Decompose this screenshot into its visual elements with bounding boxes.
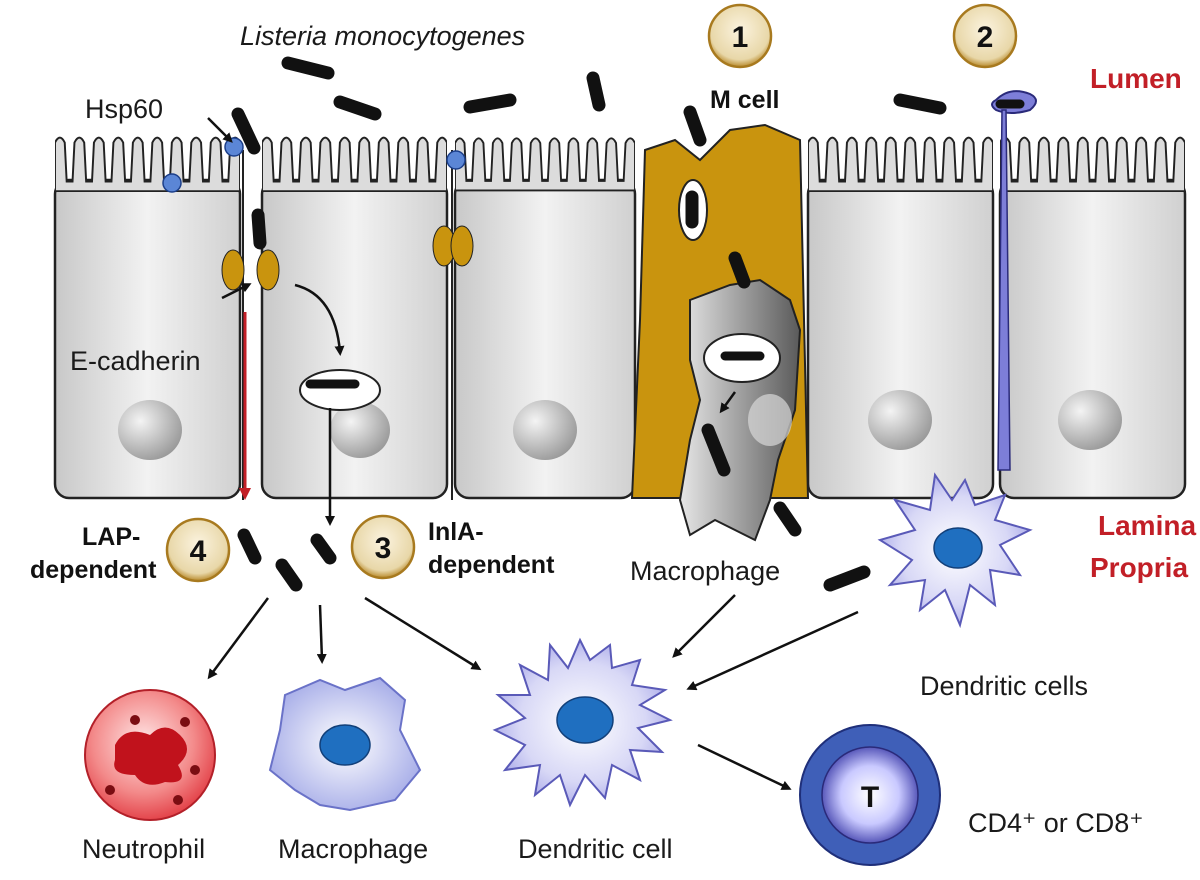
hsp60-marker: [446, 150, 466, 170]
route-badge-1: 1: [707, 3, 773, 69]
nucleus: [1058, 390, 1122, 450]
hsp60-label: Hsp60: [85, 94, 163, 124]
lap-label-2: dependent: [30, 556, 157, 584]
svg-text:4: 4: [190, 535, 207, 568]
nucleus: [330, 402, 390, 458]
m-cell-label: M cell: [710, 86, 779, 114]
hsp60-marker: [224, 137, 244, 157]
inla-label-1: InlA-: [428, 518, 484, 546]
bacterium: [237, 528, 262, 565]
e-cadherin-marker: [450, 225, 474, 267]
bacterium: [586, 71, 606, 112]
svg-text:2: 2: [977, 21, 994, 54]
bacterium: [310, 533, 337, 565]
inla-uptake-arrow: [294, 283, 345, 356]
arrows: [207, 117, 859, 790]
macrophage-to-dc-arrow: [672, 594, 736, 658]
e-cadherin-marker: [256, 249, 280, 291]
route-badge-4: 4: [165, 517, 231, 583]
hsp60-marker: [162, 173, 182, 193]
lap-label-1: LAP-: [82, 523, 140, 551]
dendritic-cell-center: [492, 637, 673, 808]
bacterium: [893, 93, 947, 115]
route-badge-3: 3: [350, 514, 416, 580]
bacterium: [728, 251, 751, 289]
nucleus: [319, 724, 371, 766]
epithelial-cell-1: [53, 136, 242, 500]
lamina-dc-to-dc-arrow: [686, 610, 859, 691]
bacterium: [333, 95, 382, 121]
svg-text:3: 3: [375, 532, 392, 565]
t-cell: T: [799, 724, 941, 866]
dc-to-tcell-arrow: [697, 743, 792, 790]
route-badge-2: 2: [952, 3, 1018, 69]
lumen-label: Lumen: [1090, 63, 1182, 94]
nucleus: [868, 390, 932, 450]
neutrophil-label: Neutrophil: [82, 834, 205, 864]
hsp60-pointer: [207, 117, 233, 143]
title-label: Listeria monocytogenes: [240, 21, 525, 51]
to-neutrophil-arrow: [207, 597, 270, 680]
pocket-macrophage: [678, 278, 802, 542]
pocket-arrow: [719, 391, 737, 414]
dendritic-cells-label: Dendritic cells: [920, 671, 1088, 701]
bacterium: [773, 501, 802, 537]
dendritic-cell-lumen: [991, 90, 1037, 471]
bacteria: [231, 56, 947, 592]
bacterium: [251, 208, 267, 250]
e-cadherin-marker: [221, 249, 245, 291]
epithelial-cell-4: [806, 136, 995, 500]
epithelial-cell-3: [453, 137, 637, 500]
dendritic-cell-lamina: [877, 472, 1033, 629]
lamina-label-1: Lamina: [1098, 510, 1196, 541]
epithelial-cell-2: [260, 136, 449, 500]
to-macrophage-arrow: [316, 604, 327, 664]
inla-label-2: dependent: [428, 551, 555, 579]
lamina-label-2: Propria: [1090, 552, 1188, 583]
bacterium: [683, 105, 707, 147]
bacterium: [701, 423, 731, 477]
macrophage-bottom-label: Macrophage: [278, 834, 428, 864]
nucleus: [513, 400, 577, 460]
nucleus: [933, 527, 983, 569]
dendritic-cell-label: Dendritic cell: [518, 834, 673, 864]
macrophage-top-label: Macrophage: [630, 556, 780, 586]
t-cell-letter: T: [861, 781, 879, 814]
macrophage-cell: [268, 676, 422, 812]
e-cadherin-pointer: [221, 283, 252, 300]
nucleus: [118, 400, 182, 460]
bacterium: [463, 93, 517, 114]
e-cadherin-label: E-cadherin: [70, 346, 201, 376]
bacterium: [281, 56, 335, 80]
vacuole: [299, 369, 381, 411]
bacterium: [275, 558, 303, 592]
bacterium: [231, 107, 261, 155]
nucleus: [556, 696, 614, 744]
epithelial-cell-5: [998, 136, 1187, 500]
to-dc-arrow: [364, 596, 482, 671]
bacterium: [823, 565, 871, 592]
svg-text:1: 1: [732, 21, 749, 54]
neutrophil-cell: [84, 689, 216, 821]
t-cell-type-label: CD4⁺ or CD8⁺: [968, 808, 1144, 838]
